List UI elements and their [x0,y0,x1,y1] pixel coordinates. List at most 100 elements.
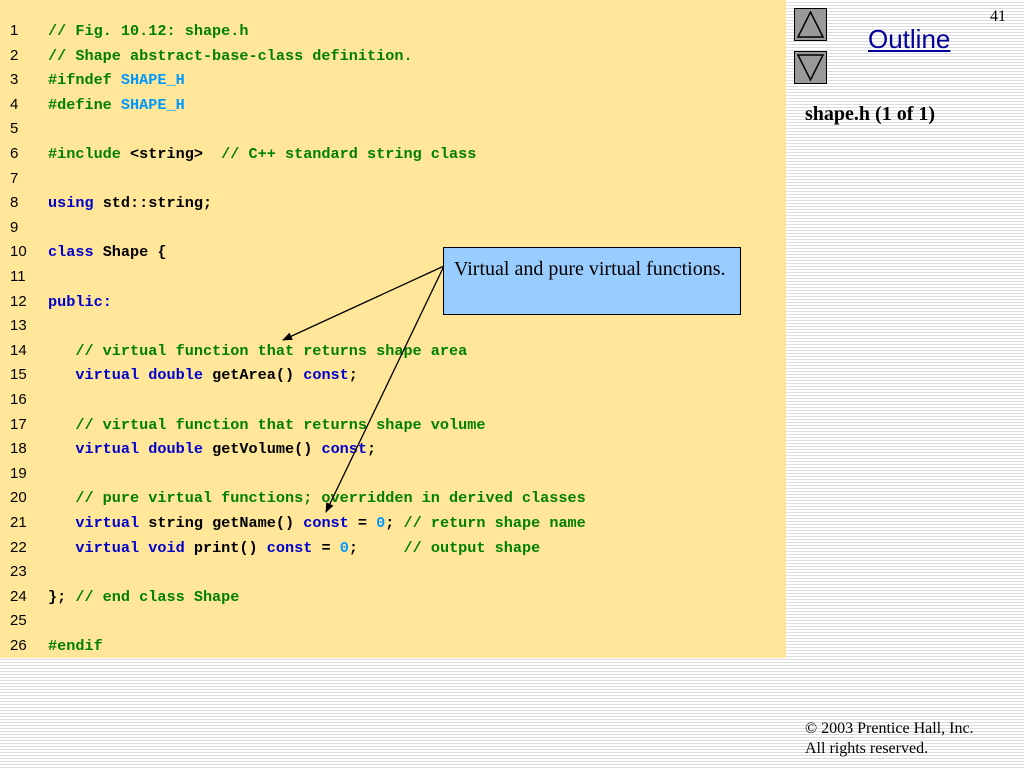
code-text: #endif [48,634,103,658]
line-number: 10 [10,243,27,261]
code-token: <string> [130,145,222,163]
code-text: virtual double getVolume() const; [48,437,376,461]
code-token: // virtual function that returns shape a… [48,341,468,360]
line-number: 12 [10,292,27,310]
code-token: virtual [75,440,149,459]
code-token: ; [348,366,358,385]
code-text: #ifndef SHAPE_H [48,68,185,92]
code-text: public: [48,290,112,314]
code-token: // C++ standard string class [221,145,477,163]
code-token: std::string; [102,194,213,213]
code-line: 4#define SHAPE_H [0,93,786,117]
code-token: #endif [48,637,103,655]
code-token: ; [367,440,377,459]
arrow-to-getarea [282,265,445,341]
copyright-line-1: © 2003 Prentice Hall, Inc. [805,720,974,737]
code-token: #ifndef [48,71,121,90]
outline-link[interactable]: Outline [868,24,951,54]
code-token: #include [48,145,131,163]
code-text: class Shape { [48,240,167,264]
line-number: 19 [10,464,27,482]
code-line: 19 [0,462,786,486]
triangle-down-icon [796,54,825,82]
code-token: public [48,292,103,311]
code-line: 5 [0,117,786,141]
line-number: 5 [10,120,19,138]
code-token: string getName() [148,514,304,532]
line-number: 16 [10,391,27,408]
code-line: 15 virtual double getArea() const; [0,363,786,387]
code-token: getVolume() [212,440,322,459]
line-number: 22 [10,538,27,556]
line-number: 1 [10,22,19,39]
code-line: 11 [0,265,786,289]
code-token: virtual [75,366,149,385]
code-text: // pure virtual functions; overridden in… [48,486,585,510]
code-token: // output shape [403,538,541,557]
code-token: : [102,292,112,311]
code-token: const [266,538,322,557]
code-token: = [321,538,340,557]
code-line: 10 class Shape { [0,240,786,264]
code-line: 16 [0,388,786,412]
code-text: using std::string; [48,191,212,215]
code-line: 23 [0,560,786,584]
line-number: 14 [10,341,27,359]
code-line: 8 using std::string; [0,191,786,215]
code-line: 22 virtual void print() const = 0; // ou… [0,536,786,560]
code-token: = [357,514,377,532]
code-line: 18 virtual double getVolume() const; [0,437,786,461]
code-token: using [48,194,103,213]
next-slide-button[interactable] [794,51,827,84]
code-text: // Fig. 10.12: shape.h [48,19,249,43]
code-token: ; [348,538,404,557]
code-text: virtual double getArea() const; [48,363,358,387]
code-token: const [303,366,349,385]
code-text: // virtual function that returns shape v… [48,413,485,437]
code-token: 0 [339,538,349,557]
code-token: class [48,243,103,262]
line-number: 3 [10,71,19,89]
code-token: virtual [75,514,149,532]
line-number: 18 [10,440,27,458]
line-number: 6 [10,145,19,162]
line-number: 21 [10,514,27,531]
code-token: double [148,440,213,459]
code-line: 2// Shape abstract-base-class definition… [0,44,786,68]
line-number: 11 [10,268,26,285]
code-line: 1 // Fig. 10.12: shape.h [0,19,786,43]
code-text: virtual string getName() const = 0; // r… [48,511,585,535]
copyright-line-2: All rights reserved. [805,740,929,757]
line-number: 7 [10,169,19,187]
slide-subtitle: shape.h (1 of 1) [805,103,936,125]
line-number: 15 [10,366,27,384]
previous-slide-button[interactable] [794,8,827,41]
code-line: 25 [0,609,786,633]
code-text: virtual void print() const = 0; // outpu… [48,536,540,560]
code-token: SHAPE_H [120,71,185,90]
code-token: double [148,366,213,385]
code-text: // virtual function that returns shape a… [48,339,467,363]
code-token: print() [193,538,267,557]
code-token: }; [48,587,76,606]
arrow-to-getname [325,265,445,513]
code-line: 17 // virtual function that returns shap… [0,413,786,437]
code-token: 0 [376,514,386,532]
callout-text: Virtual and pure virtual functions. [454,258,726,280]
code-text: }; // end class Shape [48,585,239,609]
callout-box: Virtual and pure virtual functions. [443,247,741,315]
code-token: const [321,440,368,459]
code-line: 14 // virtual function that returns shap… [0,339,786,363]
line-number: 8 [10,194,19,212]
line-number: 17 [10,415,27,433]
line-number: 24 [10,587,27,605]
line-number: 20 [10,489,27,507]
code-token: #define [48,95,121,114]
page-number: 41 [990,8,1006,25]
code-token: ; [385,514,404,532]
line-number: 9 [10,218,19,236]
code-token: SHAPE_H [120,95,185,114]
line-number: 25 [10,612,27,630]
